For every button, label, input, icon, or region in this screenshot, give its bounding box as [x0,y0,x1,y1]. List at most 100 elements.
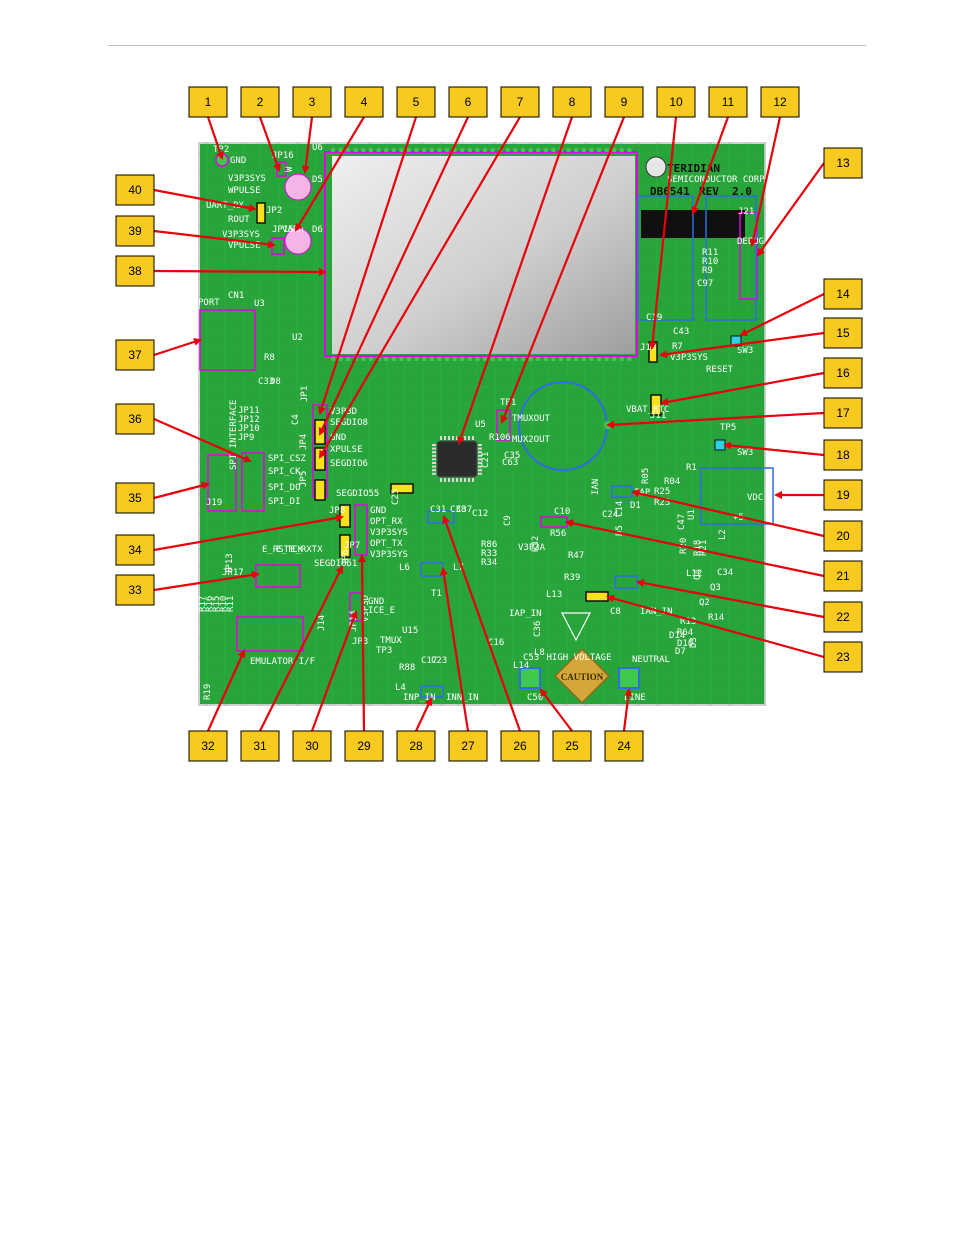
callout-number: 19 [836,488,850,502]
silk-label: C35 [504,451,520,461]
silk-label: JP3 [352,637,368,647]
silk-label: C9 [503,515,513,526]
callout-arrow [749,116,782,247]
callout-arrow [153,481,210,500]
callout-arrow [539,688,573,732]
silk-label: TP1 [500,398,516,408]
callout-box [188,730,228,762]
silk-label: JP16 [272,151,294,161]
callout-arrow [259,565,343,732]
silk-label: R21 [699,540,709,556]
silk-label: R34 [481,558,497,568]
callout-arrow [723,441,825,457]
callout-box [115,482,155,514]
high-voltage-symbol [561,612,591,642]
callout-arrow [565,519,825,578]
silk-label: C43 [673,327,689,337]
silk-label: SPI_DO [268,483,301,493]
silk-label: C36 [533,621,543,637]
callout-number: 30 [305,739,319,753]
silk-label: C12 [472,509,488,519]
callout-box [115,215,155,247]
silk-label: GND [330,433,346,443]
callout-box [396,86,436,118]
silk-label: NEUTRAL [632,655,670,665]
callout-number: 36 [128,412,142,426]
callout-box [823,147,863,179]
silk-label: D5 [312,175,323,185]
silk-label: C33 [258,377,274,387]
silk-label: JP17 [222,568,244,578]
silk-label: TP5 [720,423,736,433]
callout-number: 11 [722,95,735,109]
callout-box [656,86,696,118]
silk-label: WPULSE [228,186,261,196]
silk-label: R7 [672,342,683,352]
silk-label: UART_RX [206,201,245,211]
silk-label: L12 [686,569,702,579]
callout-number: 7 [517,95,524,109]
silk-label: R19 [203,684,213,700]
silk-label: Q2 [699,598,710,608]
callout-number: 13 [836,156,850,170]
silk-label: R47 [568,551,584,561]
silk-label: TP2 [213,145,229,155]
callout-arrow [310,610,358,732]
silk-label: L14 [513,661,529,671]
callout-box [823,357,863,389]
callout-arrow [318,116,469,436]
silk-label: C10 [554,507,570,517]
callout-arrow [318,116,521,459]
silk-label: JP5 [299,471,309,487]
silk-label: E_TCK [276,545,304,555]
callout-arrow [659,331,825,359]
silk-label: L6 [399,563,410,573]
silk-label: V3P3SYS [370,528,408,538]
silk-label: R16 [205,596,215,612]
silk-label: +5 [733,513,744,523]
silk-label: SPI INTERFACE [229,400,239,470]
silk-label: R05 [641,468,651,484]
callout-arrow [258,116,281,172]
silk-label: V3P3D [330,407,357,417]
silk-label: R1 [686,463,697,473]
silk-label: U5 [475,420,486,430]
silk-label: L7 [453,563,464,573]
silk-label: MUX2OUT [512,435,551,445]
silk-label: R14 [708,613,724,623]
silk-label: C25 [391,489,401,505]
silk-label: R33 [481,549,497,559]
silk-label: J14 [317,615,327,631]
callout-arrow [358,554,367,732]
silk-label: GND [368,597,384,607]
silk-label: GND [370,506,386,516]
silk-label: R18 [693,540,703,556]
silk-label: ICE_E [368,606,395,616]
silk-label: GND [230,156,246,166]
callout-box [552,86,592,118]
led-d5 [284,173,312,201]
silk-label: USB [191,279,201,295]
silk-label: SPI_CSZ [268,454,307,464]
silk-label: SEGDIO55 [336,489,379,499]
callout-box [115,255,155,287]
silk-label: CN1 [228,291,244,301]
callout-number: 40 [128,183,142,197]
silk-label: U6 [312,143,323,153]
silk-label: JP12 [238,415,260,425]
callout-box [760,86,800,118]
callout-number: 20 [836,529,850,543]
silk-label: U3 [254,299,265,309]
silk-label: JP1 [300,386,310,402]
silk-label: JP9 [238,433,254,443]
callout-number: 8 [569,95,576,109]
callout-box [823,397,863,429]
callout-arrow [153,188,257,212]
callout-arrow [439,567,470,732]
silk-label: C4 [291,414,301,425]
silk-label: C34 [717,568,733,578]
silk-label: U1 [687,509,697,520]
silk-label: Q3 [710,583,721,593]
callout-number: 18 [836,448,850,462]
